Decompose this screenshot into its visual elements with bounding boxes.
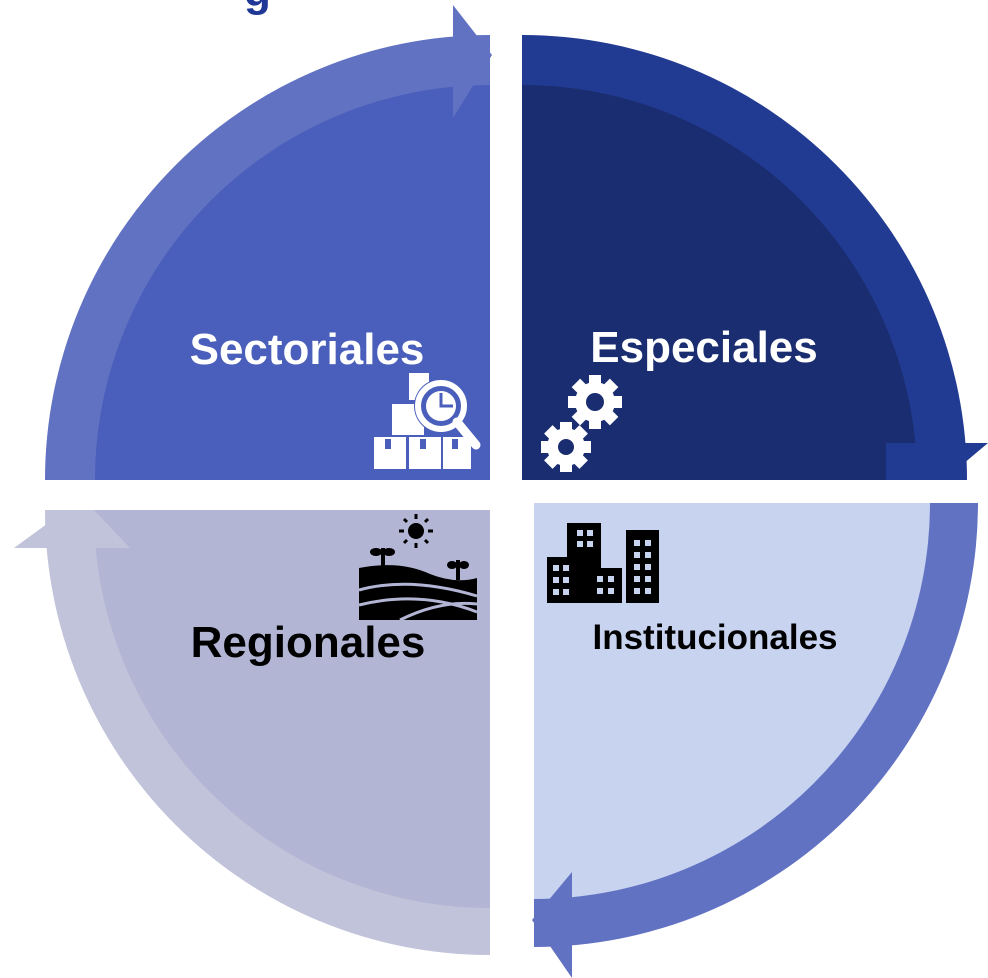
quadrant-sectoriales-arrow: [453, 5, 492, 118]
farm-field-sun-icon: [358, 514, 478, 622]
sun-icon: [399, 514, 433, 548]
quadrant-institucionales-arrow: [532, 872, 572, 978]
quadrant-sectoriales: Sectoriales: [45, 5, 492, 480]
quadrant-regionales-wedge: [93, 510, 490, 908]
quadrant-especiales-wedge: [522, 85, 917, 480]
gears-icon: [541, 375, 622, 472]
quadrant-institucionales: Institucionales: [532, 503, 978, 978]
label-institucionales: Institucionales: [592, 618, 837, 657]
quadrant-regionales-arrow: [14, 510, 130, 548]
label-sectoriales: Sectoriales: [190, 325, 425, 374]
label-especiales: Especiales: [590, 323, 818, 372]
title-fragment: g: [244, 0, 271, 16]
label-regionales: Regionales: [191, 618, 426, 667]
boxes-magnifier-icon: [374, 373, 481, 469]
buildings-icon: [547, 523, 659, 603]
quadrant-sectoriales-wedge: [95, 85, 490, 480]
quadrant-especiales-arrow: [886, 443, 988, 480]
quadrant-regionales: Regionales: [14, 510, 490, 955]
quadrant-especiales: Especiales: [522, 35, 988, 480]
